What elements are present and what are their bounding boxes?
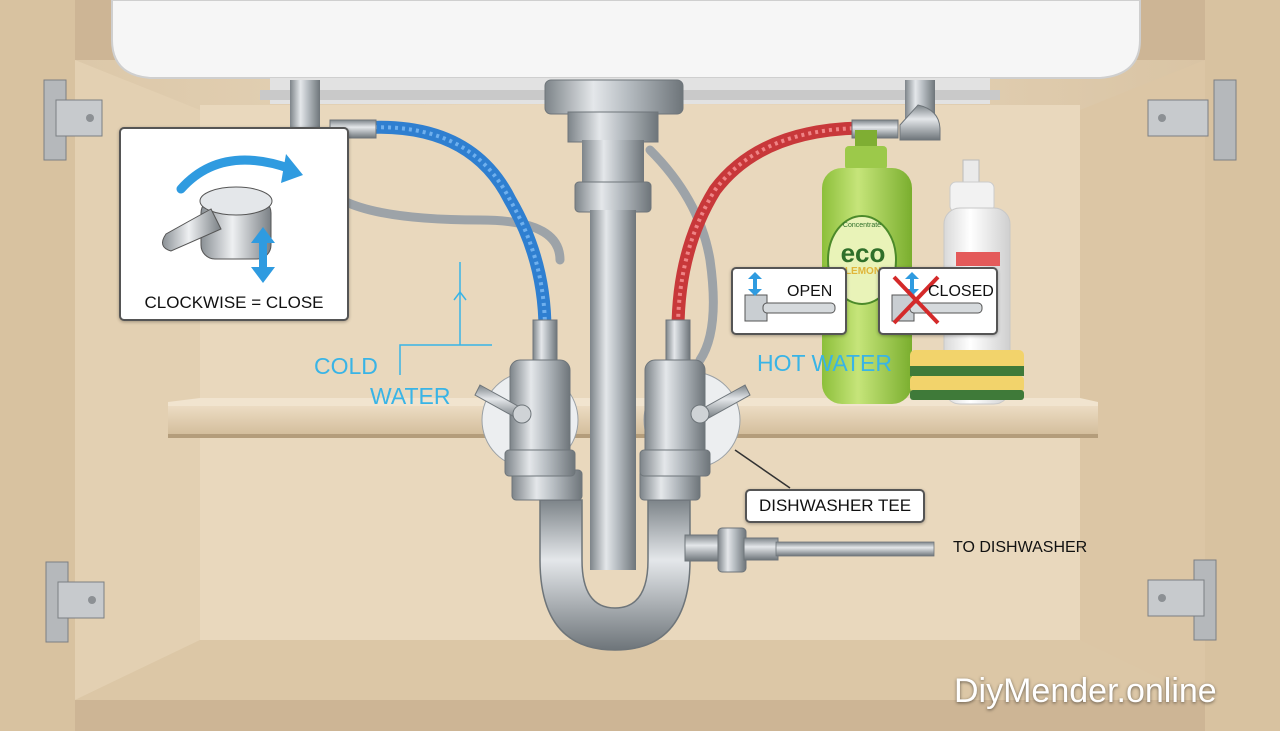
open-label: OPEN	[787, 283, 833, 300]
bottle-subtext: LEMON	[844, 266, 882, 277]
bottle-tag-text: Concentrate	[842, 222, 882, 229]
hinge-icon-top-right	[1147, 79, 1237, 161]
valve-handle-illustration	[161, 154, 303, 283]
valve-callout-box: CLOCKWISE = CLOSE	[119, 127, 349, 321]
open-valve-illustration	[744, 272, 836, 322]
closed-state-box: CLOSED	[878, 267, 998, 335]
hot-shutoff-valve	[639, 359, 751, 477]
hot-water-label: HOT WATER	[757, 350, 893, 376]
dishwasher-tee-label: DISHWASHER TEE	[758, 496, 912, 515]
hinge-icon-top-left	[43, 79, 103, 161]
open-state-box: OPEN	[731, 267, 847, 335]
closed-label: CLOSED	[928, 283, 994, 300]
cold-shutoff-valve	[474, 359, 579, 477]
closed-valve-illustration	[891, 272, 983, 325]
red-x-icon	[892, 275, 940, 325]
cold-water-label-line2: WATER	[370, 383, 451, 409]
valve-callout-text: CLOCKWISE = CLOSE	[144, 293, 324, 312]
bottle-brand-text: eco	[840, 238, 886, 268]
cold-water-label-line1: COLD	[314, 353, 378, 379]
hinge-icon-bottom-right	[1147, 559, 1217, 641]
hinge-icon-bottom-left	[45, 561, 105, 643]
watermark: DiyMender.online	[954, 672, 1217, 710]
rotate-arrow-icon	[176, 155, 296, 194]
up-down-arrow-icon	[251, 227, 275, 283]
dishwasher-tee-box: DISHWASHER TEE	[745, 489, 925, 523]
to-dishwasher-label: TO DISHWASHER	[953, 539, 1088, 556]
sponge-stack	[910, 350, 1024, 400]
